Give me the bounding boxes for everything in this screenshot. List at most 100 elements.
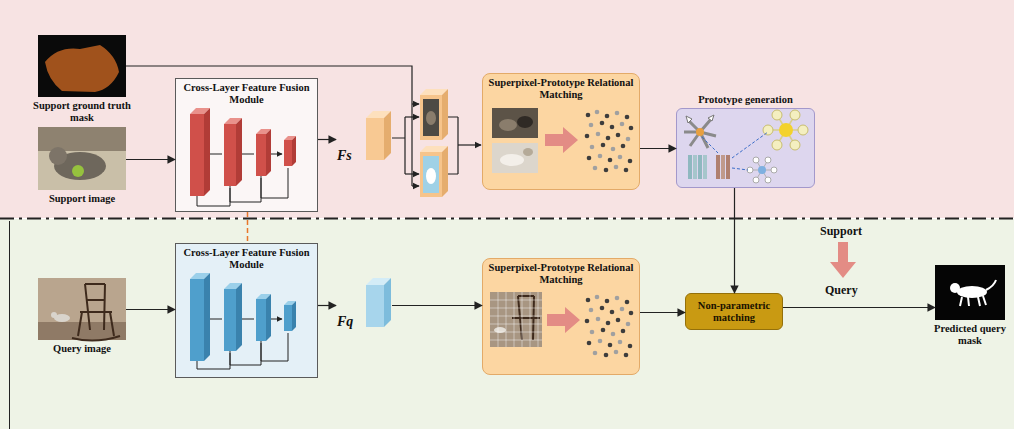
- prototype-illustration: [765, 177, 771, 183]
- fusion-layers: [204, 108, 210, 196]
- feature-slab: [384, 111, 391, 160]
- fusion-layers: [204, 273, 210, 361]
- flow-arrow: [783, 307, 935, 308]
- module-title: Cross-Layer Feature Fusion Module: [176, 79, 317, 105]
- flow-arrow: [318, 305, 336, 306]
- prediction-picture: [935, 265, 1005, 320]
- fusion-layers: [292, 136, 296, 166]
- prototype-illustration: [765, 157, 771, 163]
- support-photo: [72, 165, 84, 177]
- support-photo: [38, 127, 126, 151]
- query-photo: [72, 284, 120, 341]
- prototype-illustration: [763, 125, 773, 135]
- prediction-picture: [935, 265, 1005, 320]
- feature-slab: [366, 278, 391, 327]
- prototype-illustration: [750, 160, 774, 180]
- direction-label: Query: [825, 283, 858, 298]
- feature-label: Fq: [337, 314, 353, 329]
- matching-illustration: [523, 148, 533, 156]
- flow-arrow: [126, 309, 175, 310]
- masked-features: [420, 95, 442, 140]
- prototype-illustration: [703, 155, 707, 179]
- matching-illustration: [499, 119, 517, 131]
- support-photo: [38, 127, 126, 190]
- flow-arrow: [392, 305, 482, 306]
- fusion-layers: [210, 154, 282, 155]
- module-title: Cross-Layer Feature Fusion Module: [176, 244, 317, 270]
- feature-label: Fs: [337, 148, 352, 163]
- prediction-picture: [950, 283, 960, 293]
- fusion-layers: [236, 283, 242, 351]
- layout-wires: [126, 66, 412, 186]
- matching-illustration: [492, 108, 633, 173]
- layout-wires: [392, 117, 405, 174]
- matching-illustration: [490, 292, 542, 347]
- prototype-illustration: [698, 155, 702, 179]
- prototype-illustration: [753, 177, 759, 183]
- fusion-layers: [190, 114, 204, 196]
- masked-features: [426, 111, 436, 125]
- fusion-layers: [292, 301, 296, 331]
- masked-features: [442, 89, 448, 140]
- flow-arrow: [640, 148, 676, 149]
- fusion-layers: [256, 299, 266, 341]
- query-photo: [51, 312, 57, 318]
- prototype-illustration: [708, 115, 714, 121]
- prediction-picture: [960, 280, 996, 306]
- image-caption: Support ground truth mask: [26, 100, 138, 123]
- box-title: Prototype generation: [667, 94, 824, 106]
- image-caption: Support image: [26, 193, 138, 205]
- support-photo: [38, 127, 126, 190]
- matching-illustration: [490, 292, 542, 347]
- prototype-illustration: [716, 155, 720, 179]
- prototype-illustration: [790, 110, 800, 120]
- feature-slab: [366, 111, 391, 160]
- layout-wires: [405, 173, 419, 174]
- fusion-layers: [224, 289, 236, 351]
- prototype-illustration: [772, 140, 782, 150]
- matching-illustration: [545, 127, 578, 153]
- prototype-illustration: [790, 140, 800, 150]
- mask-picture: [38, 35, 126, 97]
- background-bands: [0, 219, 1014, 429]
- prototype-illustration: [702, 132, 768, 170]
- mask-picture: [38, 35, 126, 97]
- fusion-layers: [197, 333, 288, 369]
- flow-arrow: [640, 312, 685, 313]
- feature-slab: [384, 278, 391, 327]
- fusion-layers: [224, 124, 236, 186]
- matching-illustration: [517, 116, 533, 128]
- module-title: Superpixel-Prototype Relational Matching: [483, 259, 639, 285]
- image-caption: Query image: [26, 343, 138, 355]
- mask-picture: [45, 45, 119, 92]
- step-label: Non-parametric matching: [686, 298, 782, 325]
- matching-illustration: [512, 296, 540, 340]
- prototype-illustration: [688, 155, 692, 179]
- prototype-illustration: [758, 166, 766, 174]
- fusion-layers: [266, 294, 271, 341]
- matching-illustration: [500, 154, 524, 166]
- masked-features: [423, 156, 439, 193]
- query-photo: [38, 278, 126, 341]
- direction-label: Support: [820, 224, 862, 239]
- query-photo: [38, 278, 126, 340]
- masked-features: [442, 146, 448, 197]
- prototype-illustration: [684, 110, 808, 183]
- background-bands: [0, 218, 1014, 220]
- matching-illustration: [585, 110, 634, 173]
- layout-wires: [405, 116, 419, 117]
- matching-illustration: [492, 143, 538, 173]
- matching-illustration: [492, 108, 538, 138]
- prototype-illustration: [696, 128, 704, 136]
- fusion-layers: [236, 118, 242, 186]
- layout-wires: [126, 66, 481, 186]
- fusion-layers: [190, 279, 204, 361]
- layout-wires: [458, 144, 481, 145]
- direction-arrow: [830, 242, 856, 278]
- flow-arrow: [318, 139, 336, 140]
- fusion-layers: [190, 108, 296, 206]
